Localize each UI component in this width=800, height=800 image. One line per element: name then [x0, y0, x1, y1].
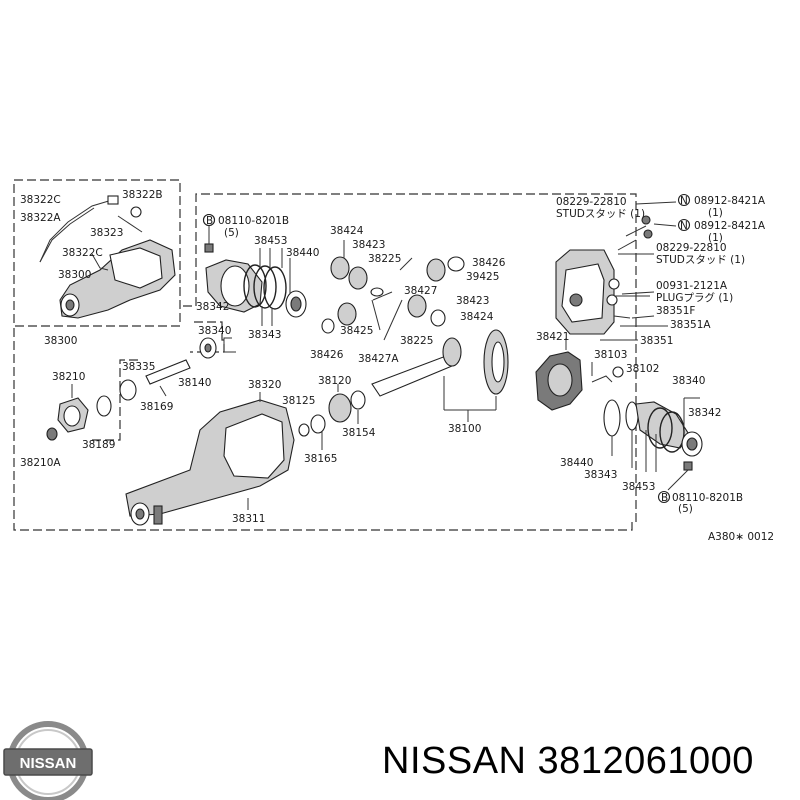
label-38154: 38154 — [342, 427, 376, 439]
label-38453-right: 38453 — [622, 481, 655, 493]
label-38342-right: 38342 — [688, 407, 721, 419]
label-nut-lower-qty: (1) — [708, 232, 723, 244]
label-38425: 38425 — [340, 325, 373, 337]
differential-case — [535, 338, 624, 411]
brand-name: NISSAN — [382, 740, 527, 782]
label-bolt-right-code: 08110-8201B — [672, 492, 743, 504]
side-bearing-right-group — [603, 397, 703, 491]
label-stud-upper-code: 08229-22810 — [556, 196, 627, 208]
label-39425: 39425 — [466, 271, 499, 283]
label-38351: 38351 — [640, 335, 673, 347]
label-38100: 38100 — [448, 423, 481, 435]
side-bearing-left-group — [205, 248, 307, 326]
label-38342-left: 38342 — [196, 301, 229, 313]
bolt-left-mark: B — [206, 215, 213, 227]
label-stud-upper-text: STUDスタッド (1) — [556, 208, 645, 220]
pinion-group-frame — [92, 359, 140, 441]
label-38323: 38323 — [90, 227, 123, 239]
label-38210A: 38210A — [20, 457, 61, 469]
label-38340-left: 38340 — [198, 325, 231, 337]
label-38453-left: 38453 — [254, 235, 287, 247]
label-nut-lower-code: 08912-8421A — [694, 220, 766, 232]
label-38322B: 38322B — [122, 189, 163, 201]
label-38125: 38125 — [282, 395, 315, 407]
label-38351A: 38351A — [670, 319, 711, 331]
label-38225-upper: 38225 — [368, 253, 401, 265]
label-38421: 38421 — [536, 331, 569, 343]
label-38169: 38169 — [140, 401, 173, 413]
label-38225-lower: 38225 — [400, 335, 433, 347]
label-38189: 38189 — [82, 439, 115, 451]
label-38103: 38103 — [594, 349, 627, 361]
carrier-housing — [125, 392, 295, 526]
part-labels: 38322C 38322B 38322A 38323 38322C 38300 … — [20, 189, 774, 543]
label-38165: 38165 — [304, 453, 337, 465]
label-38340-right: 38340 — [672, 375, 705, 387]
label-38322C-second: 38322C — [62, 247, 103, 259]
label-38427: 38427 — [404, 285, 437, 297]
label-38320: 38320 — [248, 379, 281, 391]
label-38140: 38140 — [178, 377, 211, 389]
label-38322C: 38322C — [20, 194, 61, 206]
label-plug-text: PLUGプラグ (1) — [656, 291, 733, 304]
label-38424-upper: 38424 — [330, 225, 364, 237]
label-38427A: 38427A — [358, 353, 399, 365]
nut-lower-marker — [677, 218, 691, 232]
label-bolt-left-code: 08110-8201B — [218, 215, 289, 227]
pinion-and-ring-gear — [371, 329, 509, 422]
rear-cover — [555, 215, 653, 335]
label-38423-upper: 38423 — [352, 239, 385, 251]
pinion-bearing-group — [46, 337, 217, 441]
label-bolt-right-qty: (5) — [678, 503, 693, 515]
bracket-38340 — [223, 337, 236, 353]
bearing-group-frame-left — [190, 321, 225, 353]
label-nut-upper-code: 08912-8421A — [694, 195, 766, 207]
bolt-right-mark: B — [661, 492, 668, 504]
main-assembly-frame — [13, 193, 637, 531]
label-38440-left: 38440 — [286, 247, 319, 259]
label-38440-right: 38440 — [560, 457, 593, 469]
label-38311: 38311 — [232, 513, 265, 525]
part-number: 3812061000 — [537, 740, 754, 782]
label-38343-right: 38343 — [584, 469, 617, 481]
label-nut-upper-qty: (1) — [708, 207, 723, 219]
diagram-code: A380∗ 0012 — [708, 531, 774, 543]
label-38423-lower: 38423 — [456, 295, 489, 307]
label-38102: 38102 — [626, 363, 659, 375]
top-left-inset-frame — [13, 179, 181, 327]
label-38351F: 38351F — [656, 305, 695, 317]
label-38322A: 38322A — [20, 212, 61, 224]
footer-part-title: NISSAN 3812061000 — [382, 740, 754, 783]
label-38424-lower: 38424 — [460, 311, 494, 323]
nut-upper-marker — [677, 193, 691, 207]
label-38210: 38210 — [52, 371, 85, 383]
label-38300: 38300 — [44, 335, 77, 347]
label-38120: 38120 — [318, 375, 351, 387]
label-stud-lower-text: STUDスタッド (1) — [656, 254, 745, 266]
differential-gears-group — [321, 240, 465, 341]
bolt-right-marker — [657, 490, 671, 504]
label-38300-inset: 38300 — [58, 269, 91, 281]
nissan-logo: NISSAN — [3, 721, 93, 800]
label-38426-lower: 38426 — [310, 349, 344, 361]
label-38335: 38335 — [122, 361, 155, 373]
label-38343-left: 38343 — [248, 329, 281, 341]
leader-lines — [591, 201, 677, 376]
label-38426-upper: 38426 — [472, 257, 506, 269]
label-plug-code: 00931-2121A — [656, 280, 728, 292]
pinion-bearing-mid — [298, 384, 366, 450]
nut-upper-mark: N — [680, 195, 688, 207]
carrier-assembly-inset — [39, 195, 176, 319]
logo-lettering: NISSAN — [20, 755, 77, 772]
nut-lower-mark: N — [680, 220, 688, 232]
label-bolt-left-qty: (5) — [224, 227, 239, 239]
label-stud-lower-code: 08229-22810 — [656, 242, 727, 254]
